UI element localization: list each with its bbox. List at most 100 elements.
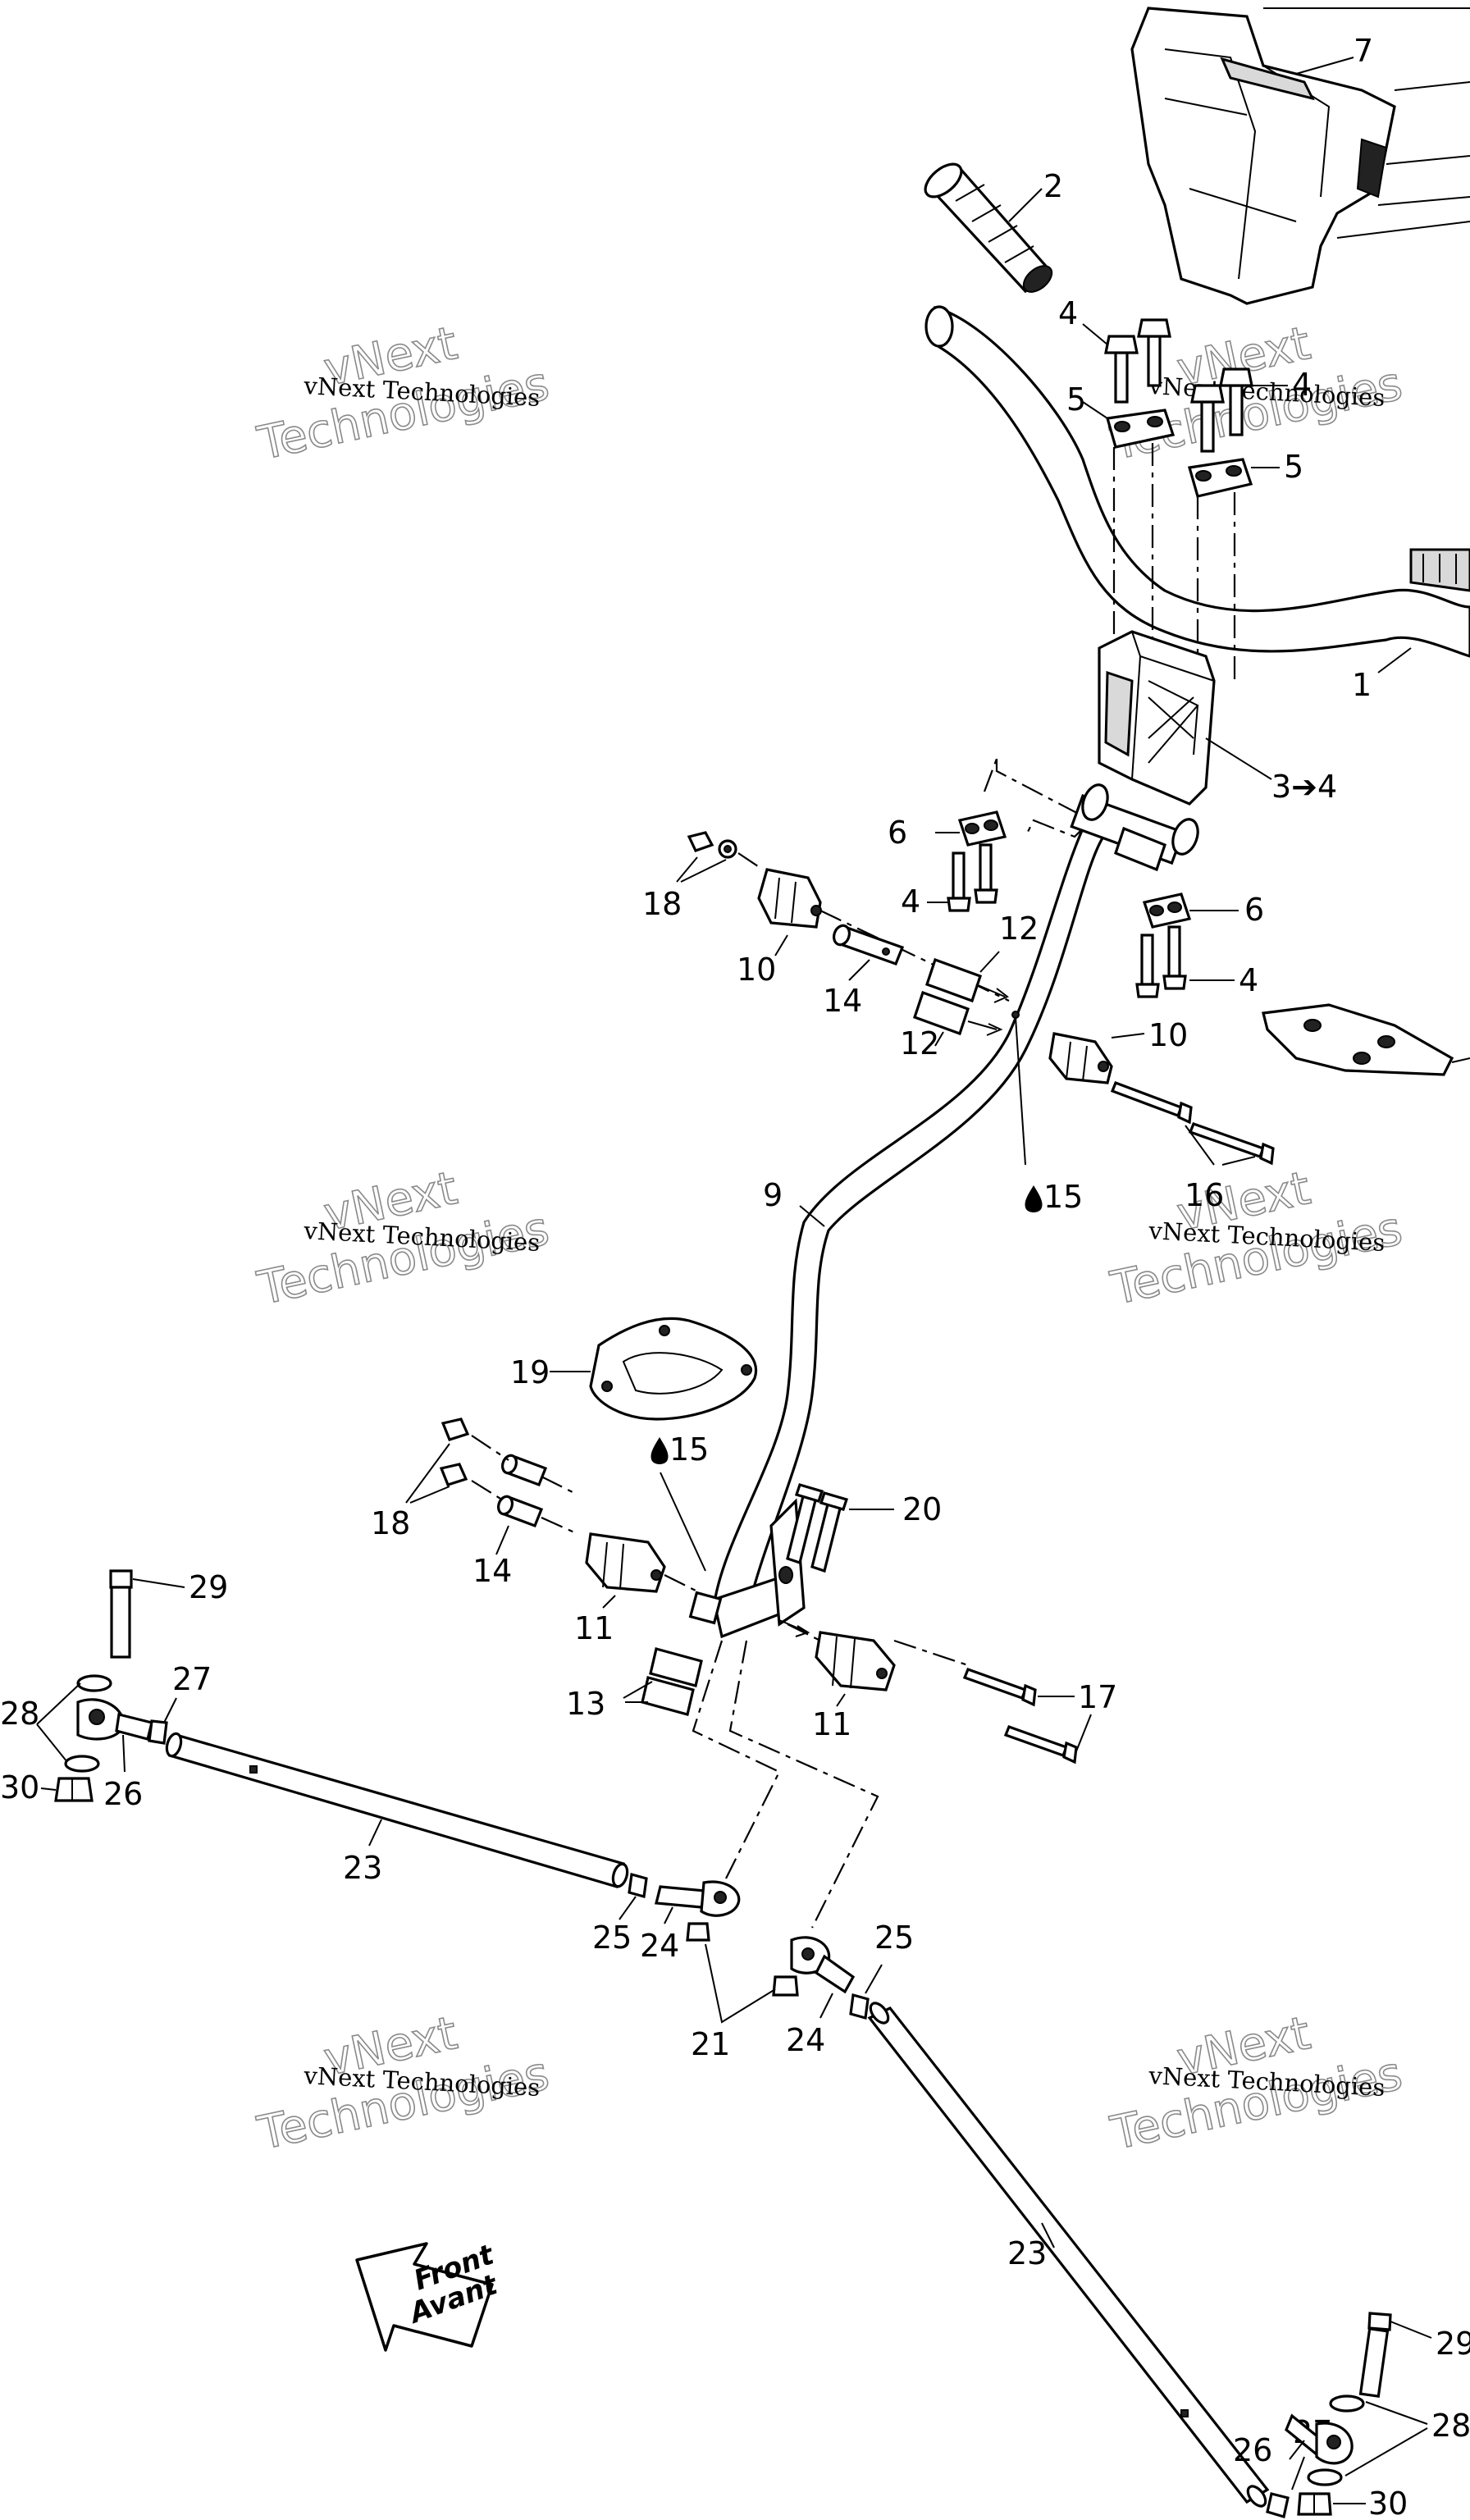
label-part-5-b: 5 <box>1284 449 1303 485</box>
label-part-4-d: 4 <box>1239 962 1258 998</box>
label-part-26-b: 26 <box>1233 2432 1272 2468</box>
label-part-11-b: 11 <box>812 1706 851 1742</box>
label-part-28-a: 28 <box>0 1696 39 1732</box>
label-part-15-b: 15 <box>669 1431 709 1468</box>
label-part-2: 2 <box>1043 168 1063 204</box>
label-part-6-a: 6 <box>888 815 907 851</box>
label-part-13: 13 <box>566 1686 605 1722</box>
oil-drop-icon <box>1025 1185 1043 1212</box>
label-part-1: 1 <box>1352 667 1372 703</box>
tie-rod-part-23-left <box>165 1732 629 1888</box>
label-part-18-a: 18 <box>642 886 682 922</box>
spacer-part-13 <box>641 1647 703 1716</box>
bushing-part-10-top <box>757 868 822 929</box>
label-part-30-b: 30 <box>1368 2486 1408 2520</box>
pin-part-14-lower <box>496 1454 548 1528</box>
steering-column-part-9 <box>712 783 1199 1639</box>
grip-part-2 <box>924 162 1053 294</box>
bolt-part-4-lower-left <box>947 843 998 912</box>
bolt-part-29-left <box>109 1569 133 1659</box>
bolt-part-20 <box>786 1483 849 1573</box>
bushing-part-11-right <box>815 1631 896 1691</box>
nut-part-30-left <box>54 1777 94 1802</box>
label-part-3: 3➔4 <box>1271 769 1337 805</box>
label-part-24-b: 24 <box>786 2022 825 2058</box>
washer-part-28-left-top <box>76 1674 112 1692</box>
label-part-5-a: 5 <box>1066 381 1086 418</box>
jam-nut-part-25-center-left <box>628 1872 648 1899</box>
bolt-part-4-top-right <box>1190 368 1253 453</box>
bolt-part-17 <box>962 1667 1078 1764</box>
label-part-7: 7 <box>1354 33 1373 69</box>
handlebar-part-1 <box>924 305 1470 658</box>
label-part-17: 17 <box>1078 1679 1117 1715</box>
bolt-part-29-right <box>1358 2312 1392 2398</box>
label-part-4-b: 4 <box>1292 367 1312 403</box>
tie-rod-end-part-24-center-left <box>654 1880 741 1942</box>
label-part-12-a: 12 <box>999 911 1039 947</box>
tie-rod-end-part-24-center-right <box>790 1936 856 1994</box>
watermark-bottom-left: vNext Technologies vNext Technologies <box>253 2006 555 2161</box>
cover-part-19 <box>589 1317 758 1421</box>
bolt-part-16 <box>1110 1080 1275 1166</box>
clamp-part-6-left <box>957 810 1007 847</box>
tie-rod-end-part-26-right <box>1285 2413 1354 2465</box>
tie-rod-end-part-26-left <box>76 1698 153 1741</box>
label-part-21: 21 <box>691 2026 730 2062</box>
nut-part-30-right <box>1297 2492 1332 2516</box>
watermark-mid-left: vNext Technologies vNext Technologies <box>253 1161 555 1316</box>
label-part-10-a: 10 <box>737 952 776 988</box>
nut-part-18-top <box>687 831 737 859</box>
label-part-6-b: 6 <box>1244 892 1264 928</box>
label-part-10-b: 10 <box>1148 1017 1188 1053</box>
front-direction-arrow: Front Avant <box>355 2238 503 2352</box>
clamp-part-5-left <box>1105 409 1176 449</box>
washer-part-28-right <box>1307 2394 1365 2486</box>
bushing-part-10-right <box>1048 1032 1113 1084</box>
label-part-15-a: 15 <box>1043 1179 1083 1215</box>
label-part-30-a: 30 <box>0 1769 39 1806</box>
watermark-bottom-right: vNext Technologies vNext Technologies <box>1106 2006 1408 2161</box>
watermark-top-left: vNext Technologies vNext Technologies <box>253 316 555 471</box>
pin-part-14-top <box>832 924 905 966</box>
clamp-part-5-right <box>1187 458 1253 498</box>
clamp-part-6-right <box>1142 892 1192 929</box>
jam-nut-part-27-right <box>1266 2492 1290 2519</box>
watermark-mid-right: vNext Technologies vNext Technologies <box>1106 1161 1408 1316</box>
label-part-29-a: 29 <box>189 1569 228 1605</box>
label-part-14-a: 14 <box>823 983 862 1019</box>
label-part-18-b: 18 <box>371 1505 410 1541</box>
oil-drop-icon <box>651 1437 669 1464</box>
washer-part-28-left-bottom <box>64 1755 100 1773</box>
jam-nut-part-27-left <box>148 1719 168 1745</box>
handlebar-cover-part-7 <box>1130 7 1470 305</box>
label-part-14-b: 14 <box>472 1553 512 1589</box>
label-part-19: 19 <box>510 1354 550 1390</box>
label-part-25-a: 25 <box>592 1920 632 1956</box>
spacer-part-12-b <box>912 990 970 1036</box>
label-part-27-a: 27 <box>172 1661 212 1697</box>
label-part-23-a: 23 <box>343 1850 382 1886</box>
nut-part-21 <box>772 1975 799 1997</box>
label-part-29-b: 29 <box>1436 2326 1470 2362</box>
tie-rod-part-23-right <box>867 2002 1270 2508</box>
label-part-25-b: 25 <box>874 1920 914 1956</box>
jam-nut-part-25-center-right <box>849 1993 870 2020</box>
label-part-4-c: 4 <box>901 883 920 920</box>
label-part-4-a: 4 <box>1058 295 1078 331</box>
label-part-28-b: 28 <box>1431 2408 1470 2444</box>
label-part-12-b: 12 <box>900 1025 939 1061</box>
spacer-part-12-a <box>924 957 983 1003</box>
riser-part-3 <box>1098 630 1216 806</box>
bolt-part-4-top-left <box>1104 318 1171 404</box>
label-part-24-a: 24 <box>640 1928 679 1964</box>
bushing-part-11-left <box>585 1532 666 1593</box>
label-part-11-a: 11 <box>574 1610 614 1646</box>
label-part-20: 20 <box>902 1491 942 1527</box>
label-part-9: 9 <box>763 1177 783 1213</box>
label-part-26-a: 26 <box>103 1776 143 1812</box>
label-part-16: 16 <box>1185 1177 1224 1213</box>
label-part-23-b: 23 <box>1007 2235 1047 2271</box>
bolt-part-4-lower-right <box>1135 925 1187 998</box>
